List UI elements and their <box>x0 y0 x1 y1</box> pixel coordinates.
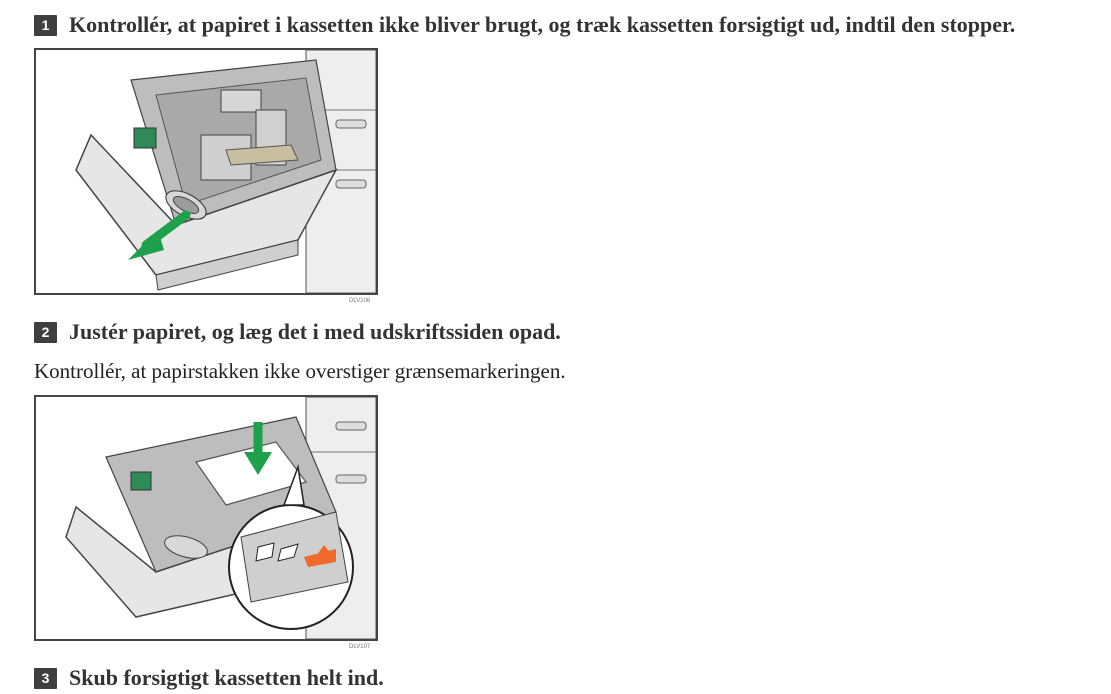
step-3-title: Skub forsigtigt kassetten helt ind. <box>69 665 384 690</box>
figure-load-paper <box>34 395 378 641</box>
step-1-heading: 1 Kontrollér, at papiret i kassetten ikk… <box>34 12 1015 38</box>
figure-code: DLV106 <box>349 298 371 304</box>
down-arrow-icon <box>244 422 272 475</box>
step-3-heading: 3 Skub forsigtigt kassetten helt ind. <box>34 665 384 691</box>
step-1-title: Kontrollér, at papiret i kassetten ikke … <box>69 12 1016 37</box>
paper-limit-mark-icon <box>255 542 336 567</box>
step-number-badge: 3 <box>34 667 57 689</box>
step-2-title: Justér papiret, og læg det i med udskrif… <box>69 319 561 344</box>
step-number-badge: 1 <box>34 14 57 36</box>
figure-pull-out-tray <box>34 48 378 295</box>
figure-code: DLV107 <box>349 644 371 650</box>
step-2-heading: 2 Justér papiret, og læg det i med udskr… <box>34 319 561 345</box>
step-2-note: Kontrollér, at papirstakken ikke oversti… <box>34 359 566 383</box>
pull-arrow-icon <box>128 210 191 260</box>
step-number-badge: 2 <box>34 321 57 343</box>
